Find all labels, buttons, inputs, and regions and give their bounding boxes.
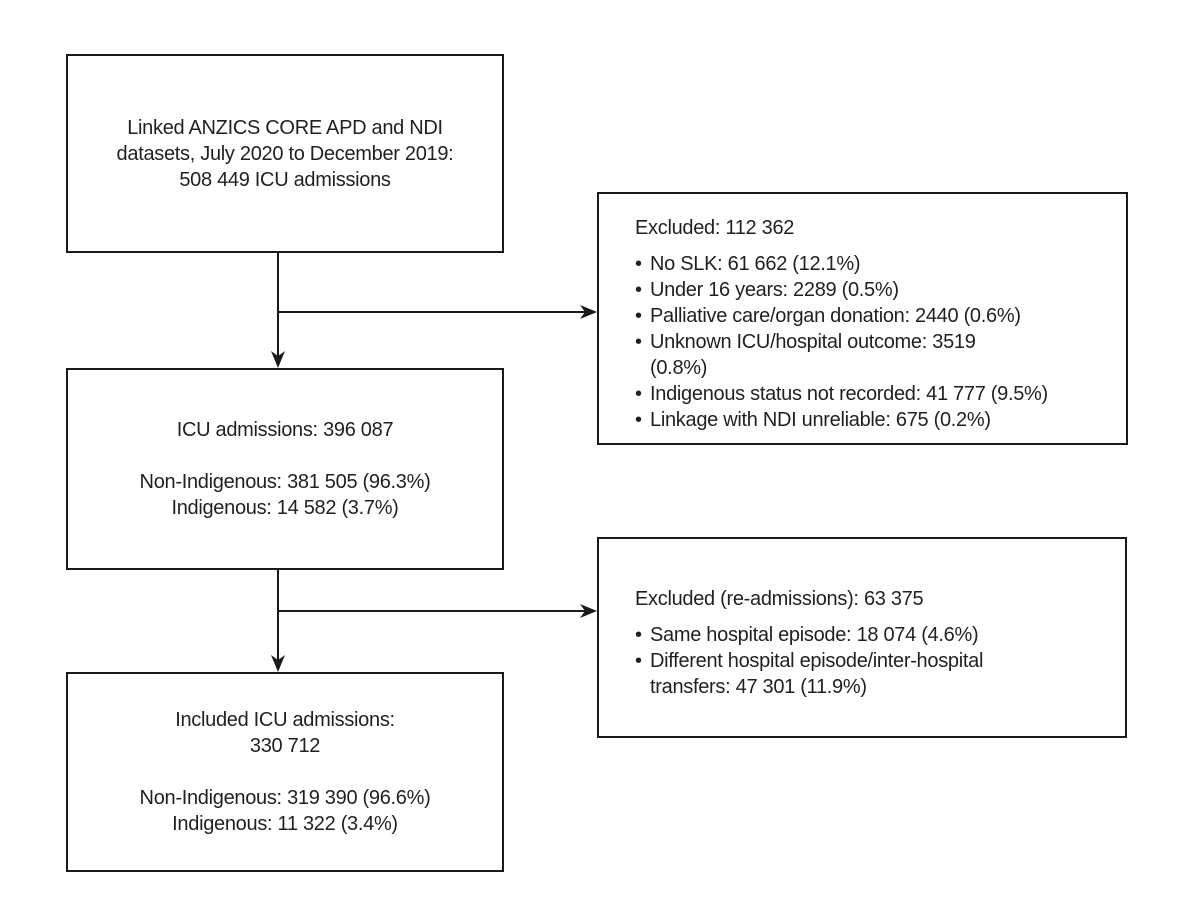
list-item-text: No SLK: 61 662 (12.1%) xyxy=(650,252,861,275)
list-item-text: Palliative care/organ donation: 2440 (0.… xyxy=(650,304,1021,327)
box-included-admissions: Included ICU admissions: 330 712 Non-Ind… xyxy=(66,672,504,872)
list-item-text: Indigenous status not recorded: 41 777 (… xyxy=(650,382,1048,405)
list-item-text: (0.8%) xyxy=(650,356,708,379)
source-line: Linked ANZICS CORE APD and NDI xyxy=(127,116,443,139)
included-title-line: Included ICU admissions: xyxy=(175,709,395,731)
list-item-text: Unknown ICU/hospital outcome: 3519 xyxy=(650,330,976,353)
list-item: • Under 16 years: 2289 (0.5%) xyxy=(635,277,1118,303)
bullet-icon: • xyxy=(635,649,642,672)
included-line: Indigenous: 11 322 (3.4%) xyxy=(172,813,398,835)
icu-admissions-line: Non-Indigenous: 381 505 (96.3%) xyxy=(139,471,431,493)
list-item-text: transfers: 47 301 (11.9%) xyxy=(650,675,867,698)
icu-admissions-title: ICU admissions: 396 087 xyxy=(176,419,394,441)
list-item: • Indigenous status not recorded: 41 777… xyxy=(635,381,1118,407)
box-icu-admissions: ICU admissions: 396 087 Non-Indigenous: … xyxy=(66,368,504,570)
list-item-text: Under 16 years: 2289 (0.5%) xyxy=(650,278,899,301)
list-item-text: Linkage with NDI unreliable: 675 (0.2%) xyxy=(650,408,991,431)
list-item: • Same hospital episode: 18 074 (4.6%) xyxy=(635,622,1117,648)
box-excluded-primary: Excluded: 112 362 • No SLK: 61 662 (12.1… xyxy=(597,192,1128,445)
connector-branch-readmissions xyxy=(277,604,597,618)
arrowhead-down-icon xyxy=(271,351,285,368)
list-item: • No SLK: 61 662 (12.1%) xyxy=(635,251,1118,277)
source-line: 508 449 ICU admissions xyxy=(179,168,391,191)
included-title-line: 330 712 xyxy=(249,735,321,757)
list-item: • Different hospital episode/inter-hospi… xyxy=(635,648,1117,700)
list-item-text: Same hospital episode: 18 074 (4.6%) xyxy=(650,623,979,646)
bullet-icon: • xyxy=(635,252,642,275)
list-item: • Linkage with NDI unreliable: 675 (0.2%… xyxy=(635,407,1118,433)
connector-branch-excluded xyxy=(277,305,597,319)
connector-source-to-icu xyxy=(271,253,285,368)
list-item-text: Different hospital episode/inter-hospita… xyxy=(650,649,984,672)
bullet-icon: • xyxy=(635,408,642,431)
bullet-icon: • xyxy=(635,278,642,301)
excluded-primary-header: Excluded: 112 362 xyxy=(635,216,795,239)
list-item: • Palliative care/organ donation: 2440 (… xyxy=(635,303,1118,329)
source-line: datasets, July 2020 to December 2019: xyxy=(116,142,454,165)
included-line: Non-Indigenous: 319 390 (96.6%) xyxy=(139,787,431,809)
icu-admissions-line: Indigenous: 14 582 (3.7%) xyxy=(171,497,399,519)
bullet-icon: • xyxy=(635,382,642,405)
bullet-icon: • xyxy=(635,623,642,646)
list-item: • Unknown ICU/hospital outcome: 3519 (0.… xyxy=(635,329,1118,381)
arrowhead-right-icon xyxy=(580,305,597,319)
arrowhead-down-icon xyxy=(271,655,285,672)
box-excluded-readmissions: Excluded (re-admissions): 63 375 • Same … xyxy=(597,537,1127,738)
arrowhead-right-icon xyxy=(580,604,597,618)
bullet-icon: • xyxy=(635,330,642,353)
excluded-readmissions-header: Excluded (re-admissions): 63 375 xyxy=(635,587,924,610)
connector-icu-to-included xyxy=(271,570,285,672)
bullet-icon: • xyxy=(635,304,642,327)
box-source-datasets: Linked ANZICS CORE APD and NDI datasets,… xyxy=(66,54,504,253)
